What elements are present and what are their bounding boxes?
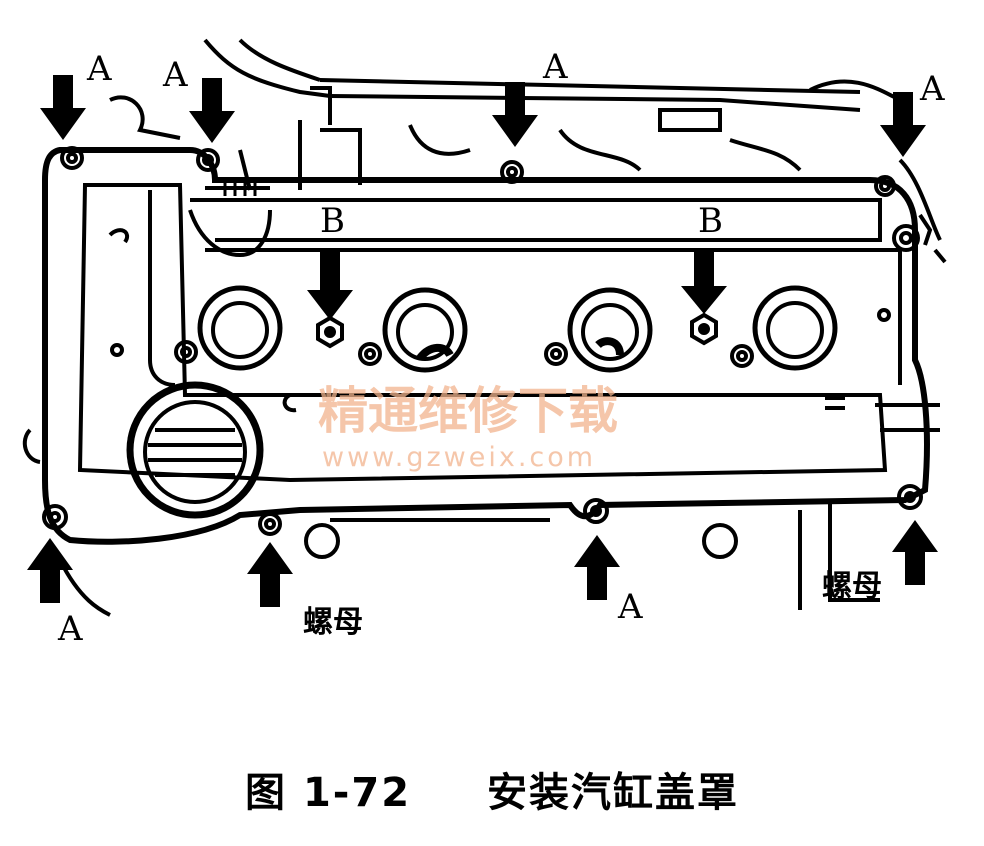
bolt-icon bbox=[583, 498, 609, 524]
b-nut-left bbox=[316, 315, 344, 349]
watermark-text: 精通维修下载 bbox=[318, 382, 618, 440]
bolt-icon bbox=[730, 344, 754, 368]
figure-title: 安装汽缸盖罩 bbox=[486, 770, 739, 816]
nut-label: 螺母 bbox=[303, 605, 363, 640]
b-nuts bbox=[316, 312, 718, 349]
arrow-down-icon bbox=[880, 92, 926, 157]
arrow-down-icon bbox=[681, 250, 727, 314]
b-nut-right bbox=[690, 312, 718, 346]
watermark: 精通维修下载 www.gzweix.com bbox=[318, 382, 618, 473]
bolt-icon bbox=[358, 342, 382, 366]
label-b: B bbox=[698, 201, 723, 241]
bolt-icon bbox=[544, 342, 568, 366]
spark-plug-tubes bbox=[197, 285, 838, 373]
bolt-icon bbox=[897, 484, 923, 510]
label-a: A bbox=[617, 587, 643, 627]
watermark-url: www.gzweix.com bbox=[322, 442, 596, 473]
label-a: A bbox=[542, 47, 568, 87]
label-a: A bbox=[57, 609, 83, 649]
spark-plug-tube-2 bbox=[382, 287, 468, 373]
bolt-icon bbox=[196, 148, 220, 172]
arrow-down-icon bbox=[492, 82, 538, 147]
label-b: B bbox=[320, 201, 345, 241]
bolt-icon bbox=[874, 175, 896, 197]
bolt-icon bbox=[892, 224, 920, 252]
bolt-icon bbox=[500, 160, 524, 184]
down-arrows bbox=[40, 75, 926, 320]
arrow-down-icon bbox=[189, 78, 235, 143]
arrow-up-icon bbox=[574, 535, 620, 600]
bolt-icon bbox=[60, 146, 84, 170]
nut-label: 螺母 bbox=[822, 569, 882, 604]
spark-plug-tube-4 bbox=[752, 285, 838, 371]
label-a: A bbox=[162, 55, 188, 95]
spark-plug-tube-3 bbox=[567, 287, 653, 373]
cover-bolts bbox=[42, 146, 947, 559]
bolt-icon bbox=[42, 504, 68, 530]
bolt-icon bbox=[174, 340, 198, 364]
callout-labels: A A A A A A B B 螺母 螺母 bbox=[57, 47, 945, 649]
up-arrows bbox=[27, 520, 938, 607]
oil-filler-cap bbox=[126, 381, 264, 519]
arrow-down-icon bbox=[307, 250, 353, 320]
figure-number: 图 1-72 bbox=[245, 770, 412, 816]
label-a: A bbox=[919, 69, 945, 109]
bolt-icon bbox=[258, 512, 282, 536]
engine-background-lines bbox=[109, 38, 942, 241]
arrow-down-icon bbox=[40, 75, 86, 140]
arrow-up-icon bbox=[892, 520, 938, 585]
arrow-up-icon bbox=[247, 542, 293, 607]
spark-plug-tube-1 bbox=[197, 285, 283, 371]
figure-caption: 图 1-72 安装汽缸盖罩 bbox=[0, 760, 984, 818]
label-a: A bbox=[86, 49, 112, 89]
arrow-up-icon bbox=[27, 538, 73, 603]
